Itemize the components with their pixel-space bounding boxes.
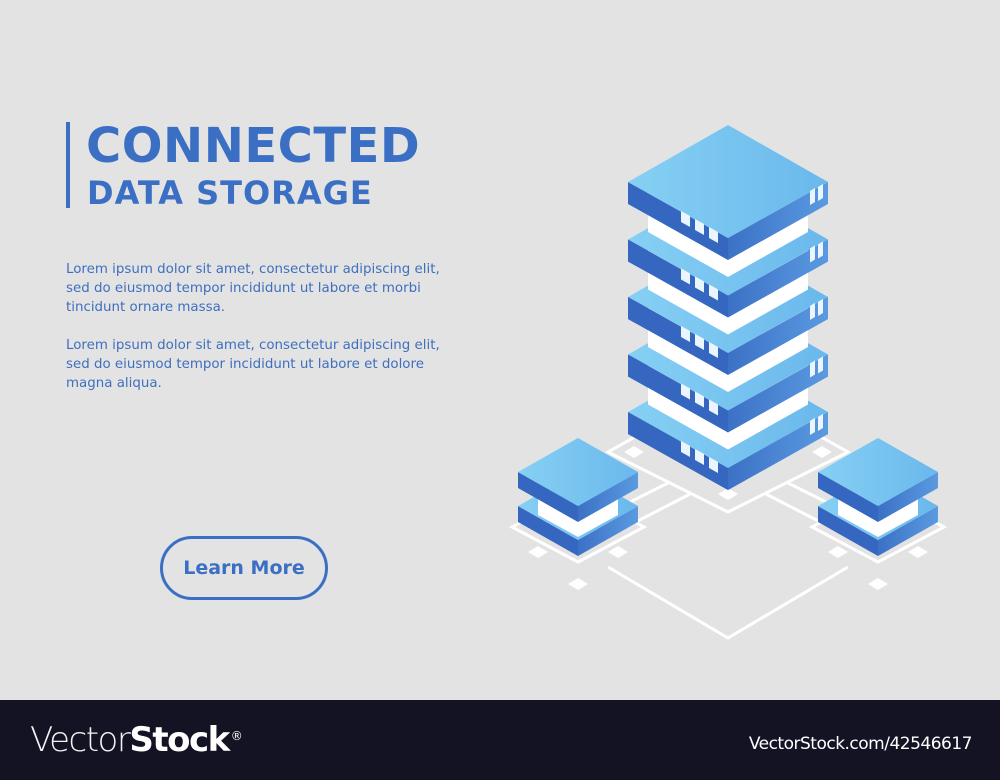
title-line-1: CONNECTED — [86, 118, 421, 174]
learn-more-button[interactable]: Learn More — [160, 536, 328, 600]
stock-image-id: VectorStock.com/42546617 — [748, 734, 973, 754]
server-tower — [628, 125, 828, 490]
brand-light-text: Vector — [30, 720, 131, 760]
connection-pads — [528, 446, 928, 590]
brand-bold-text: Stock — [129, 720, 230, 760]
hero-section: CONNECTED DATA STORAGE Lorem ipsum dolor… — [66, 118, 948, 640]
body-paragraph-2: Lorem ipsum dolor sit amet, consectetur … — [66, 338, 440, 391]
body-paragraph-1: Lorem ipsum dolor sit amet, consectetur … — [66, 262, 440, 315]
right-storage-node — [818, 438, 938, 556]
server-slab-1 — [628, 125, 828, 260]
server-illustration — [508, 125, 948, 640]
registered-mark: ® — [230, 729, 243, 743]
title-accent-bar — [66, 122, 70, 208]
title-line-2: DATA STORAGE — [87, 174, 373, 212]
left-storage-node — [518, 438, 638, 556]
vectorstock-logo[interactable]: VectorStock® — [30, 718, 243, 762]
footer-bar: VectorStock® VectorStock.com/42546617 — [0, 700, 1000, 780]
